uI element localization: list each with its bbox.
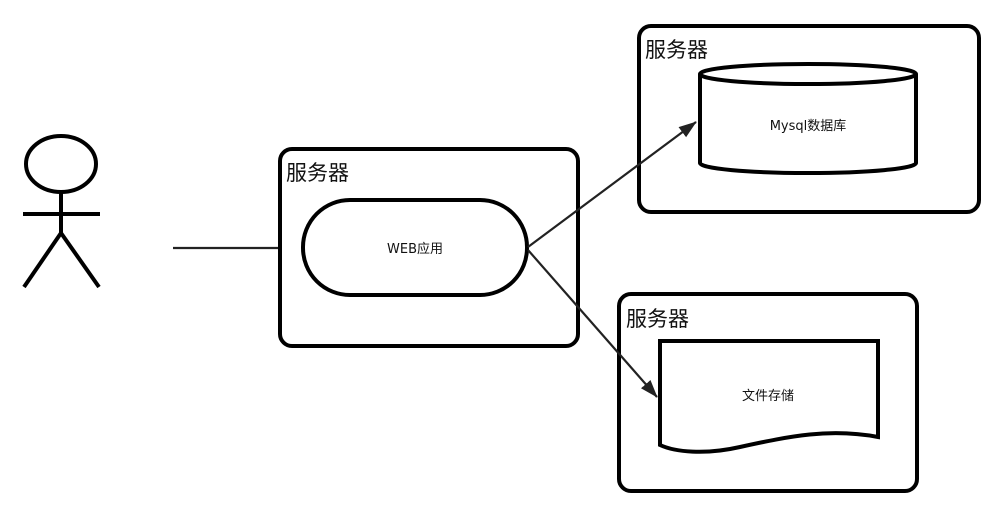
web-app-label: WEB应用	[387, 241, 443, 257]
database-node[interactable]	[698, 62, 918, 175]
document-label: 文件存储	[742, 389, 794, 404]
database-label: Mysql数据库	[770, 118, 847, 134]
server-file[interactable]: 服务器 文件存储	[617, 292, 919, 493]
server-web[interactable]: 服务器 WEB应用	[278, 147, 580, 348]
server-title: 服务器	[626, 307, 689, 331]
database-cylinder	[698, 74, 918, 175]
edge-web-to-file[interactable]	[527, 249, 658, 398]
edge-web-to-db[interactable]	[527, 121, 697, 248]
server-title: 服务器	[286, 161, 349, 185]
database-top	[698, 62, 918, 86]
actor-head	[24, 134, 98, 194]
web-app-node[interactable]	[301, 198, 529, 297]
server-db[interactable]: 服务器 Mysql数据库	[637, 24, 981, 214]
actor-right-leg	[59, 231, 101, 289]
actor-left-leg	[22, 231, 63, 289]
actor-user[interactable]	[22, 134, 101, 289]
server-title: 服务器	[645, 38, 708, 62]
document-node[interactable]	[658, 339, 880, 454]
